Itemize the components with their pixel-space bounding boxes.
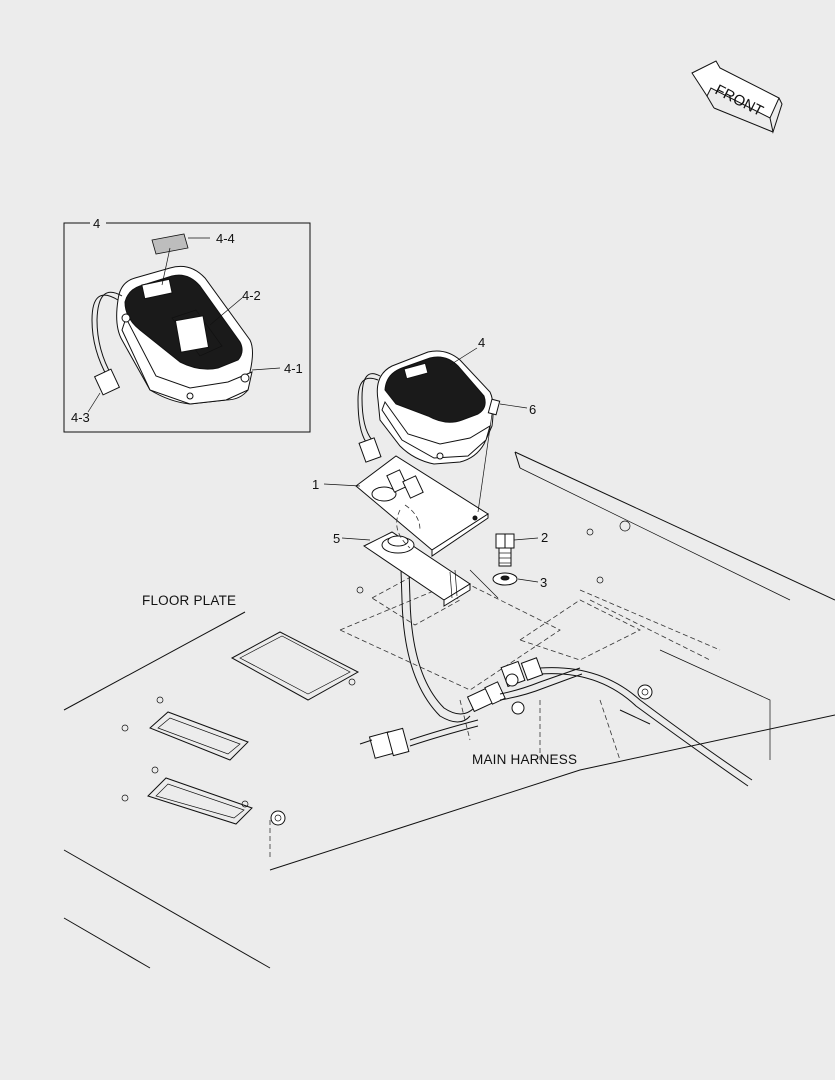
main-harness-label: MAIN HARNESS [472, 752, 577, 767]
bolt-leader [469, 569, 499, 599]
pedal-bracket [355, 455, 489, 607]
callout-4: 4 [478, 335, 485, 350]
callout-4-2: 4-2 [242, 288, 261, 303]
bolt-2 [495, 533, 515, 567]
callout-1: 1 [312, 477, 319, 492]
washer-3 [492, 572, 518, 586]
callout-leaders [323, 347, 539, 583]
callout-4-1: 4-1 [284, 361, 303, 376]
floor-plate-drawing [63, 451, 835, 969]
front-arrow-icon [691, 60, 783, 134]
callout-4-4: 4-4 [216, 231, 235, 246]
foot-pedal [357, 350, 494, 465]
callout-3: 3 [540, 575, 547, 590]
callout-6: 6 [529, 402, 536, 417]
floor-plate-label: FLOOR PLATE [142, 593, 236, 608]
main-harness [359, 599, 753, 787]
detail-box-4 [63, 222, 311, 433]
screw-6 [477, 398, 501, 513]
callout-detail-4: 4 [93, 216, 100, 231]
callout-4-3: 4-3 [71, 410, 90, 425]
callout-5: 5 [333, 531, 340, 546]
callout-2: 2 [541, 530, 548, 545]
